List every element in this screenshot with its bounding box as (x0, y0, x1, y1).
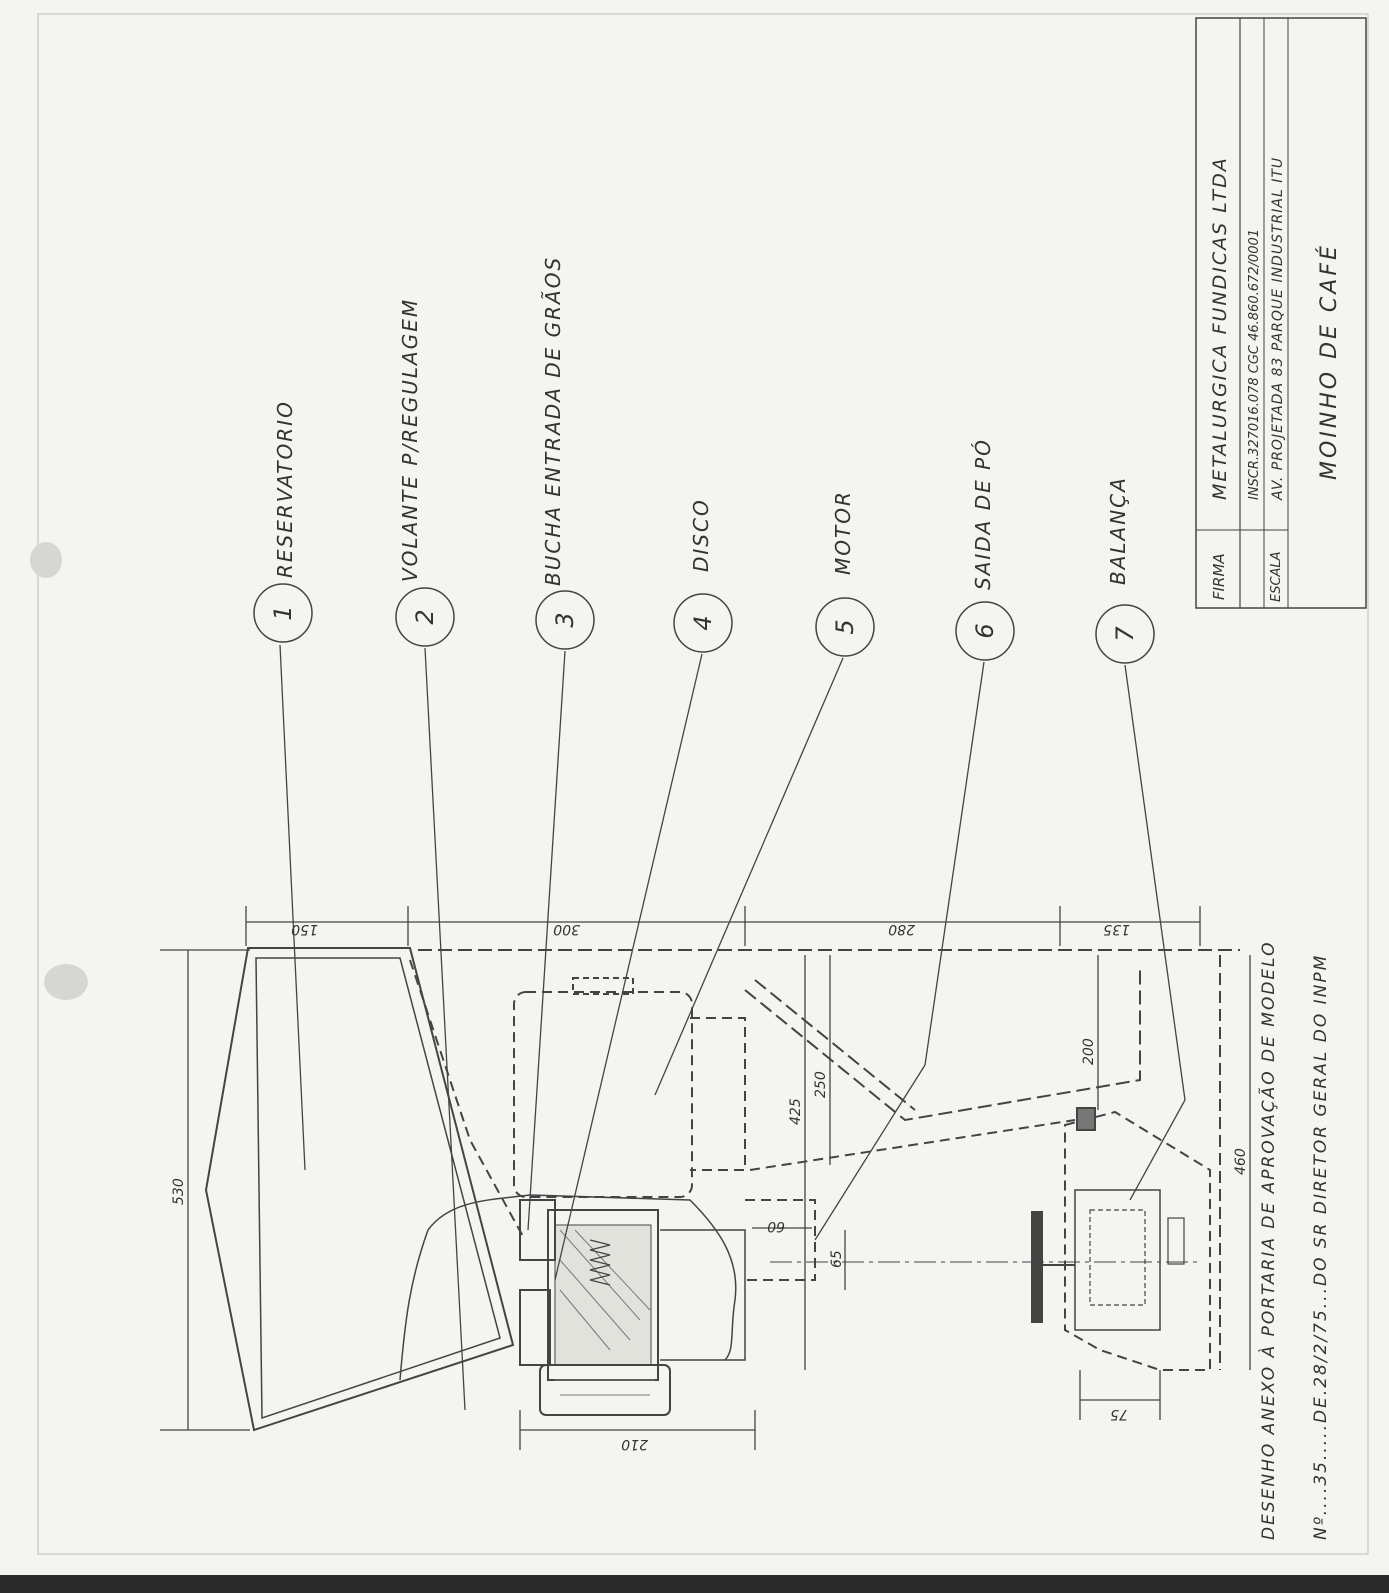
balloon-7-number: 7 (1111, 626, 1139, 642)
balloon-2: 2 (395, 587, 455, 647)
balloon-4-number: 4 (689, 615, 717, 630)
dim-250: 250 (813, 1071, 829, 1098)
title-address: AV. PROJETADA 83 PARQUE INDUSTRIAL ITU (1270, 157, 1286, 501)
title-escala-label: ESCALA (1269, 551, 1284, 602)
footer-line-2: Nº....35.....DE.28/2/75...DO SR DIRETOR … (1311, 954, 1331, 1540)
balloon-2-number: 2 (411, 609, 439, 624)
punch-hole-top (30, 542, 62, 578)
balloon-7: 7 (1095, 604, 1155, 664)
dim-210: 210 (621, 1436, 648, 1452)
dim-300: 300 (553, 921, 580, 937)
title-inscr: INSCR.327016.078 CGC 46.860.672/0001 (1247, 229, 1262, 500)
footer-line-1: DESENHO ANEXO À PORTARIA DE APROVAÇÃO DE… (1257, 941, 1279, 1541)
sheet-border (37, 13, 1369, 1555)
balloon-4: 4 (673, 593, 733, 653)
dim-200: 200 (1081, 1038, 1097, 1065)
title-firma: METALURGICA FUNDICAS LTDA (1209, 156, 1231, 500)
part-balloons: 1 2 3 4 5 6 7 (253, 583, 1155, 664)
dim-75: 75 (1110, 1406, 1128, 1422)
balloon-5-number: 5 (831, 619, 859, 634)
dim-460: 460 (1233, 1148, 1249, 1175)
balloon-3: 3 (535, 590, 595, 650)
dim-425: 425 (788, 1098, 804, 1125)
title-block: FIRMA METALURGICA FUNDICAS LTDA INSCR.32… (1195, 17, 1367, 609)
footer: DESENHO ANEXO À PORTARIA DE APROVAÇÃO DE… (1257, 941, 1331, 1541)
part-label-3: BUCHA ENTRADA DE GRÃOS (541, 256, 565, 586)
balloon-6: 6 (955, 601, 1015, 661)
dim-530: 530 (171, 1178, 187, 1205)
dimension-texts: 150 300 280 135 530 425 250 200 460 60 6… (171, 921, 1249, 1452)
dim-280: 280 (888, 921, 915, 937)
punch-hole-bottom (44, 964, 88, 1000)
balloon-1: 1 (253, 583, 313, 643)
dim-150: 150 (291, 921, 318, 937)
balloon-1-number: 1 (269, 605, 297, 620)
balloon-5: 5 (815, 597, 875, 657)
balloon-3-number: 3 (551, 612, 579, 627)
scan-bottom-edge (0, 1575, 1389, 1593)
balloon-6-number: 6 (971, 623, 999, 638)
title-product: MOINHO DE CAFÉ (1316, 243, 1342, 480)
part-label-2: VOLANTE P/REGULAGEM (398, 298, 422, 582)
part-label-1: RESERVATORIO (273, 400, 297, 578)
dim-135: 135 (1103, 921, 1130, 937)
dimension-lines (160, 906, 1251, 1450)
dim-60: 60 (767, 1218, 785, 1234)
dim-65: 65 (829, 1250, 845, 1268)
part-label-4: DISCO (689, 498, 713, 572)
part-label-5: MOTOR (831, 490, 855, 575)
part-label-7: BALANÇA (1106, 476, 1130, 585)
grinder-outline (204, 947, 1240, 1432)
title-firma-label: FIRMA (1210, 553, 1228, 600)
part-label-6: SAIDA DE PÓ (971, 438, 995, 590)
leader-lines (279, 644, 1186, 1411)
part-labels: RESERVATORIO VOLANTE P/REGULAGEM BUCHA E… (273, 256, 1130, 590)
